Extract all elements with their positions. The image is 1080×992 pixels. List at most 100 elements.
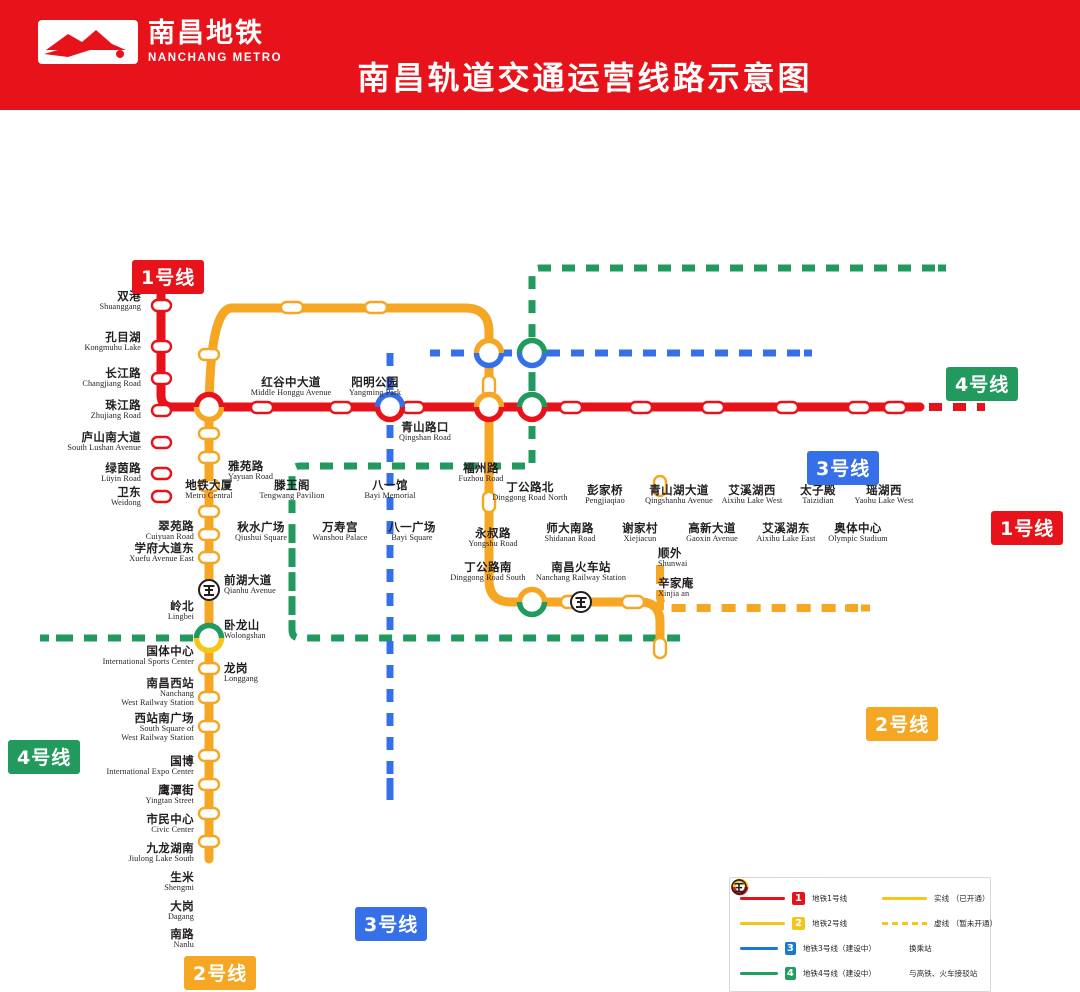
station-name-en: Yongshu Road [468,539,518,549]
station-name-cn: 鹰潭街 [158,783,194,797]
station-name-en: Xiejiacun [623,534,657,544]
legend-line-label: 地铁2号线 [812,918,848,928]
station-name-cn: 九龙湖南 [146,841,194,855]
line4-route-lower [60,530,690,642]
station-name-en: Olympic Stadium [828,534,888,544]
station-name-en: Changjiang Road [82,379,141,389]
railway-icon-nanchang-railway-station [570,591,592,613]
station-name-cn: 秋水广场 [237,520,285,534]
line-badge-line3-right[interactable]: 3号线 [807,451,880,485]
legend-line-label: 地铁3号线（建设中） [802,943,876,953]
legend-symbol-label: 换乘站 [909,943,932,953]
line-badge-line2-right[interactable]: 2号线 [866,707,939,741]
line-badge-line1-top[interactable]: 1号线 [132,260,205,294]
station-name-en: Taizidian [802,496,834,506]
station-name-en: Aixihu Lake West [721,496,783,506]
page-title: 南昌轨道交通运营线路示意图 [357,59,813,97]
legend-symbol-label: 虚线 （暂未开通） [934,918,998,928]
legend-line-label: 地铁4号线（建设中） [802,968,876,978]
station-name-en: Dagang [167,912,194,922]
station-name-cn: 龙岗 [224,661,248,675]
station-name-en: International Sports Center [102,657,194,667]
station-name-cn: 孔目湖 [105,330,141,344]
station-name-en: Bayi Square [391,533,433,543]
station-name-cn: 丁公路北 [506,480,554,494]
station-name-cn: 大岗 [170,899,194,913]
line3-route [386,349,800,800]
station-name-cn: 青山路口 [401,420,449,434]
transfer-station-dinggong-south [516,586,548,618]
station-name-cn: 丁公路南 [464,560,512,574]
station-name-cn: 市民中心 [146,812,194,826]
line1-stations [150,298,908,504]
legend-symbol-row: 换乘站 [731,878,997,959]
station-name-en: Aixihu Lake East [756,534,816,544]
station-name-en: Xinjia an [658,589,690,599]
legend-symbol-row: 实线 （已开通） [882,887,997,909]
station-name-en: International Expo Center [106,767,194,777]
line2-dashed-southeast [656,565,858,612]
legend-line-number: 3 [784,941,796,955]
legend-line-swatch [740,896,785,900]
station-name-en: Longgang [224,674,258,684]
station-name-cn: 八一广场 [388,520,436,534]
station-name-cn: 长江路 [105,366,141,380]
station-name-cn: 奥体中心 [834,521,882,535]
legend-dashed-line [882,921,927,925]
station-name-cn: 南路 [170,927,194,941]
station-name-cn: 艾溪湖东 [762,521,810,535]
railway-icon-nanchang-west-railway-station [198,579,220,601]
station-name-en: Jiulong Lake South [128,854,194,864]
legend-symbol-label: 与高铁、火车接驳站 [909,968,978,978]
station-name-cn: 红谷中大道 [261,375,321,389]
legend-symbol-row: 虚线 （暂未开通） [882,912,997,934]
station-name-cn: 滕王阁 [274,478,310,492]
station-name-en: Wolongshan [224,631,266,641]
line-badge-line3-bottom[interactable]: 3号线 [355,907,428,941]
line-badge-line4-left[interactable]: 4号线 [8,740,81,774]
station-name-cn: 珠江路 [105,398,141,412]
station-name-cn: 瑶湖西 [866,483,902,497]
station-name-en: Yaohu Lake West [854,496,914,506]
station-name-en: South Lushan Avenue [67,443,141,453]
transfer-station-bayi [374,391,406,423]
line-badge-line1-right[interactable]: 1号线 [991,511,1064,545]
transfer-station-metro-central [193,391,225,423]
station-name-cn: 翠苑路 [158,519,194,533]
station-name-cn: 前湖大道 [224,573,272,587]
line-badge-line4-right[interactable]: 4号线 [946,367,1019,401]
line-badge-line2-bottom[interactable]: 2号线 [184,956,257,990]
station-name-cn: 艾溪湖西 [728,483,776,497]
station-name-en: Shengmi [164,883,194,893]
station-name-cn: 生米 [170,870,194,884]
legend-line-swatch [740,946,778,950]
badge-connectors [40,264,946,862]
station-name-cn: 国体中心 [146,644,194,658]
legend-line-number: 1 [792,891,805,905]
station-name-en: Yayuan Road [228,472,274,482]
station-name-cn: 八一馆 [372,478,408,492]
station-name-cn: 卧龙山 [224,618,260,632]
